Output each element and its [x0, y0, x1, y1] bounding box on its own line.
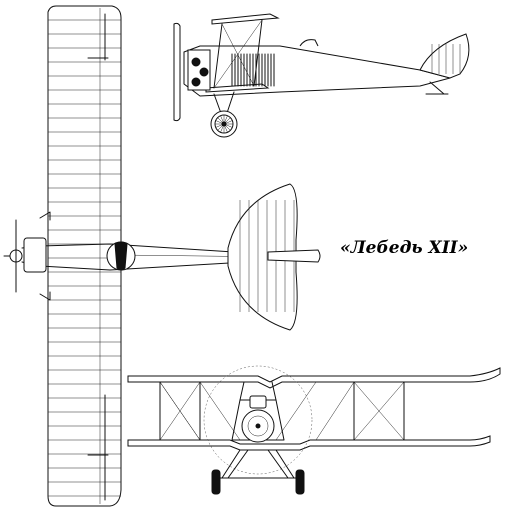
side-view-propeller: [173, 22, 181, 122]
side-view-engine: [187, 49, 211, 91]
front-view-struts: [159, 381, 405, 441]
front-view-lower-wing: [127, 435, 491, 451]
cabane-strut: [271, 381, 277, 401]
front-view-left-wheel: [211, 469, 221, 495]
bracing-wire: [275, 381, 317, 441]
top-view: [3, 5, 321, 507]
side-view-fin-ribs: [431, 44, 461, 74]
front-view-right-wheel: [295, 469, 305, 495]
top-view-tailplane: [227, 183, 298, 331]
aircraft-title: «Лебедь XII»: [340, 238, 469, 258]
side-view-upper-wing: [211, 13, 280, 25]
front-view-upper-wing: [127, 367, 501, 389]
top-view-wing-ribs: [48, 8, 121, 504]
top-view-tail-ribs: [239, 200, 295, 312]
bracing-wire: [159, 381, 201, 441]
front-view-propeller-disk: [203, 365, 313, 475]
cabane-strut: [239, 381, 245, 401]
side-view-radiator: [231, 53, 275, 87]
bracing-wire: [315, 381, 355, 441]
front-view: [127, 365, 501, 495]
side-view: [173, 13, 470, 138]
bracing-wire: [199, 381, 241, 441]
top-view-wing: [47, 5, 122, 507]
bracing-wire: [353, 381, 405, 441]
side-view-fin: [419, 33, 470, 79]
